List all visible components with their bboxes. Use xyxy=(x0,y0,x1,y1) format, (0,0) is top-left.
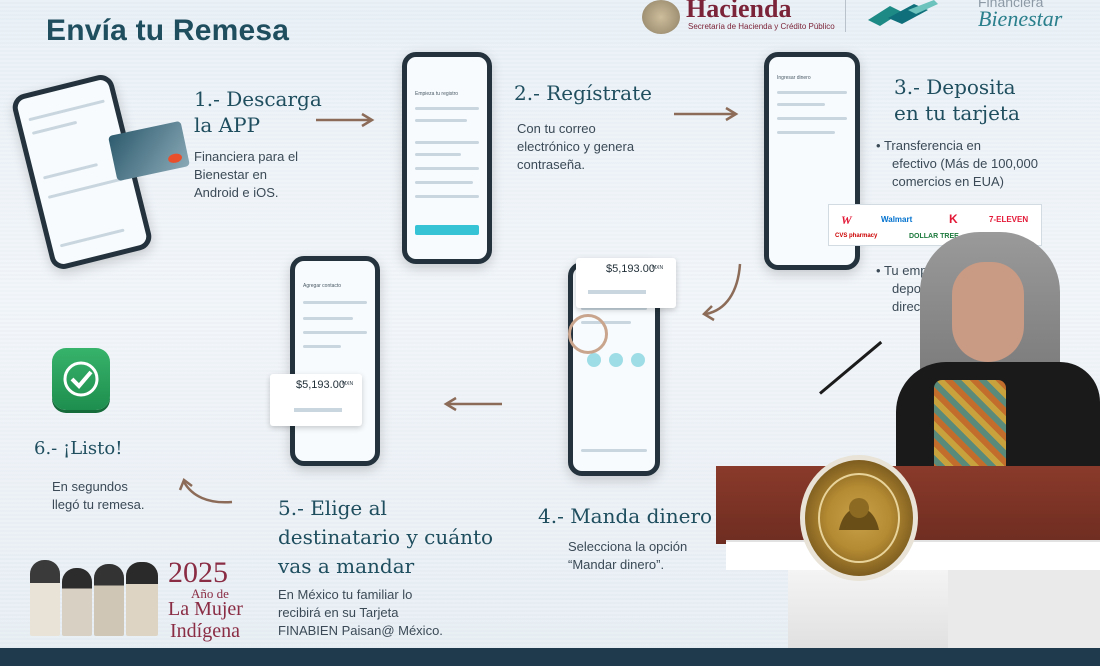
indigenous-women-illustration xyxy=(28,540,162,636)
step3-title: 3.- Deposita en tu tarjeta xyxy=(894,75,1020,125)
phone-choose-recipient: Agregar contacto xyxy=(290,256,380,466)
speaker-face xyxy=(952,262,1024,362)
brand-dollar-tree: DOLLAR TREE xyxy=(909,233,959,240)
brand-walgreens: W xyxy=(841,213,852,227)
arrow-right-icon xyxy=(316,112,375,128)
speaker-shirt xyxy=(934,380,1006,480)
step4-title: 4.- Manda dinero xyxy=(538,504,713,528)
brand-cvs: CVS pharmacy xyxy=(835,233,878,239)
amount-card: $5,193.00 MXN xyxy=(270,374,362,426)
year-badge-line1: La Mujer xyxy=(168,598,243,620)
bottom-strip xyxy=(0,648,1100,666)
step5-body: En México tu familiar lo recibirá en su … xyxy=(278,587,443,638)
arrow-right-icon xyxy=(674,106,739,122)
national-seal-icon xyxy=(800,455,918,581)
step4-body: Selecciona la opción “Mandar dinero”. xyxy=(568,539,688,572)
microphone xyxy=(819,340,883,395)
highlight-circle xyxy=(568,314,608,354)
year-badge-year: 2025 xyxy=(168,556,228,589)
hacienda-seal-icon xyxy=(642,0,680,34)
brand-walmart: Walmart xyxy=(881,215,913,224)
step5-title: 5.- Elige al destinatario y cuánto vas a… xyxy=(278,496,494,578)
store-brands-panel: W Walmart K 7-ELEVEN CVS pharmacy DOLLAR… xyxy=(828,204,1042,246)
podium-front xyxy=(726,540,1100,570)
amount-card: $5,193.00 MXN xyxy=(576,258,676,308)
arrow-left-icon xyxy=(443,396,502,412)
curved-arrow-icon xyxy=(178,478,233,504)
slide-title: Envía tu Remesa xyxy=(46,14,290,47)
step3-bullet1: • Transferencia en efectivo (Más de 100,… xyxy=(876,138,1038,189)
financiera-logo-name: Bienestar xyxy=(978,6,1063,31)
step1-body: Financiera para el Bienestar en Android … xyxy=(194,149,299,200)
step2-title: 2.- Regístrate xyxy=(514,81,652,105)
hacienda-logo-name: Hacienda xyxy=(686,0,792,23)
year-badge-line2: Indígena xyxy=(170,620,240,642)
phone-register: Empieza tu registro xyxy=(402,52,492,264)
step6-body: En segundos llegó tu remesa. xyxy=(52,479,145,512)
hacienda-logo-subtitle: Secretaría de Hacienda y Crédito Público xyxy=(688,22,835,31)
step3-bullet2: • Tu empl deposit direct xyxy=(876,263,934,314)
logo-divider xyxy=(845,0,846,32)
brand-7eleven: 7-ELEVEN xyxy=(989,215,1029,224)
curved-arrow-icon xyxy=(701,263,742,322)
step2-body: Con tu correo electrónico y genera contr… xyxy=(517,121,635,172)
financiera-logo-small: Financiera xyxy=(978,0,1044,10)
check-icon xyxy=(52,348,110,410)
step6-title: 6.- ¡Listo! xyxy=(34,438,123,459)
financiera-bienestar-logo-icon xyxy=(868,0,938,26)
year-badge-sub: Año de xyxy=(191,586,229,601)
step1-title: 1.- Descarga la APP xyxy=(194,87,322,137)
brand-kmart: K xyxy=(949,212,958,226)
